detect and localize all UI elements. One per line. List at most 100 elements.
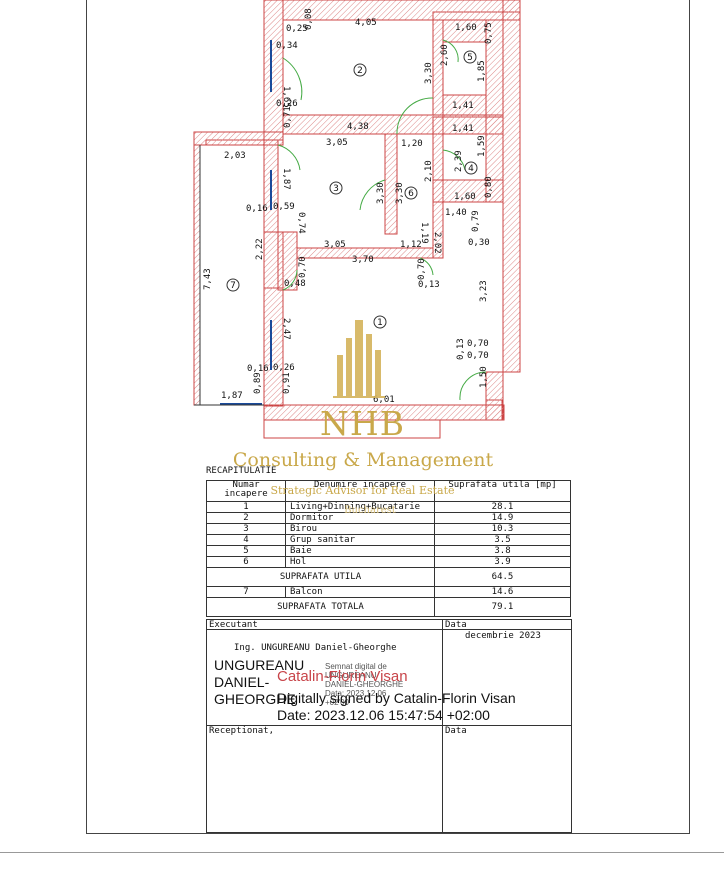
walls	[193, 0, 521, 439]
row-num: 6	[206, 556, 286, 568]
digital-signature-line-2: Date: 2023.12.06 15:47:54 +02:00	[277, 707, 490, 723]
dim-label: 1,87	[281, 168, 291, 190]
dim-label: 0,08	[304, 8, 314, 30]
dim-label: 1,65	[281, 86, 291, 108]
row-area: 10.3	[434, 523, 571, 535]
table-row: 2 Dormitor 14.9	[206, 512, 571, 524]
dim-label: 0,89	[253, 372, 263, 394]
row-area: 3.9	[434, 556, 571, 568]
table-row: 1 Living+Dinning+Bucatarie 28.1	[206, 501, 571, 513]
dim-label: 1,40	[445, 208, 467, 218]
room-number-3: 3	[333, 184, 339, 194]
useful-area-row: SUPRAFATA UTILA 64.5	[206, 567, 571, 587]
dim-label: 2,39	[454, 150, 464, 172]
dim-label: 0,16	[247, 364, 269, 374]
watermark-subtitle: Consulting & Management	[232, 449, 494, 471]
executant-label: Executant	[209, 620, 258, 630]
dim-label: 3,30	[395, 182, 405, 204]
table-row: 3 Birou 10.3	[206, 523, 571, 535]
dim-label: 0,30	[468, 238, 490, 248]
dim-label: 0,70	[467, 339, 489, 349]
signer-name: UNGUREANU DANIEL-GHEORGHE	[214, 657, 305, 707]
balcony-row: 7 Balcon 14.6	[206, 586, 571, 598]
row-area: 3.8	[434, 545, 571, 557]
useful-area-label: SUPRAFATA UTILA	[206, 567, 435, 587]
signature-block: Executant Data decembrie 2023 Ing. UNGUR…	[206, 619, 572, 833]
dim-label: 0,59	[273, 202, 295, 212]
row-name: Birou	[285, 523, 435, 535]
floor-plan: 1 2 3 4 5 6 7 0,25 0,08 4,05 1,60 0,75 0…	[193, 0, 521, 439]
executant-name: Ing. UNGUREANU Daniel-Gheorghe	[234, 643, 397, 653]
dim-label: 3,23	[479, 280, 489, 302]
dim-label: 0,71	[283, 106, 293, 128]
dim-label: 1,20	[401, 139, 423, 149]
dim-label: 2,60	[440, 44, 450, 66]
table-row: 6 Hol 3.9	[206, 556, 571, 568]
dim-label: 3,05	[324, 240, 346, 250]
dim-label: 0,80	[484, 176, 494, 198]
balcony-num: 7	[206, 586, 286, 598]
dim-label: 6,01	[373, 395, 395, 405]
date-label: Data	[445, 620, 467, 630]
room-number-4: 4	[468, 164, 474, 174]
dim-label: 3,70	[352, 255, 374, 265]
row-num: 5	[206, 545, 286, 557]
dim-label: 0,13	[418, 280, 440, 290]
dim-label: 0,13	[456, 338, 466, 360]
dim-label: 1,19	[419, 222, 429, 244]
dim-label: 1,50	[479, 366, 489, 388]
room-number-7: 7	[230, 281, 236, 291]
balcony-area: 14.6	[434, 586, 571, 598]
dim-label: 3,30	[424, 62, 434, 84]
row-area: 3.5	[434, 534, 571, 546]
table-row: 5 Baie 3.8	[206, 545, 571, 557]
row-name: Grup sanitar	[285, 534, 435, 546]
dim-label: 1,87	[221, 391, 243, 401]
date-label-2: Data	[445, 726, 467, 736]
dim-label: 4,38	[347, 122, 369, 132]
dim-label: 4,05	[355, 18, 377, 28]
dim-label: 7,43	[203, 268, 213, 290]
page-frame	[86, 0, 690, 834]
room-markers	[226, 50, 478, 329]
table-header-row: Numar incapere Denumire incapere Suprafa…	[206, 480, 571, 502]
dim-label: 0,70	[417, 258, 427, 280]
dim-label: 0,79	[471, 210, 481, 232]
dim-label: 0,74	[296, 212, 306, 234]
dim-label: 2,10	[424, 160, 434, 182]
room-number-5: 5	[467, 53, 473, 63]
total-area-row: SUPRAFATA TOTALA 79.1	[206, 597, 571, 617]
dim-label: 0,75	[484, 22, 494, 44]
dim-label: 1,41	[452, 101, 474, 111]
dim-label: 0,70	[298, 256, 308, 278]
row-area: 14.9	[434, 512, 571, 524]
dim-label: 0,48	[284, 279, 306, 289]
dim-label: 2,47	[281, 318, 291, 340]
door-arcs	[277, 39, 487, 401]
total-area-label: SUPRAFATA TOTALA	[206, 597, 435, 617]
room-number-1: 1	[377, 318, 383, 328]
row-name: Hol	[285, 556, 435, 568]
signer-small-note: Semnat digital de UNGUREANU DANIEL-GHEOR…	[325, 662, 404, 707]
digital-signature-line-1: Digitally signed by Catalin-Florin Visan	[277, 690, 516, 706]
dim-label: 0,16	[246, 204, 268, 214]
dim-label: 0,34	[276, 41, 298, 51]
dim-label: 0,26	[276, 99, 298, 109]
useful-area-value: 64.5	[434, 567, 571, 587]
row-num: 1	[206, 501, 286, 513]
dimension-labels: 0,25 0,08 4,05 1,60 0,75 0,34 2,60 1,65 …	[203, 8, 494, 405]
row-num: 3	[206, 523, 286, 535]
balcony-name: Balcon	[285, 586, 435, 598]
dim-label: 0,91	[282, 372, 292, 394]
receptionat-label: Receptionat,	[209, 726, 275, 736]
dim-label: 1,85	[477, 60, 487, 82]
watermark-title: NHB	[320, 404, 405, 443]
watermark-tagline: Strategic Advisor for Real Estate	[270, 484, 455, 497]
signer-red-name: Catalin-Florin Visan	[277, 668, 408, 685]
watermark-city: Bucharest	[344, 505, 396, 516]
dim-label: 3,05	[326, 138, 348, 148]
dim-label: 0,70	[467, 351, 489, 361]
recap-title: RECAPITULATIE	[206, 466, 277, 476]
recap-table: Numar incapere Denumire incapere Suprafa…	[206, 480, 571, 617]
dim-label: 1,41	[452, 124, 474, 134]
